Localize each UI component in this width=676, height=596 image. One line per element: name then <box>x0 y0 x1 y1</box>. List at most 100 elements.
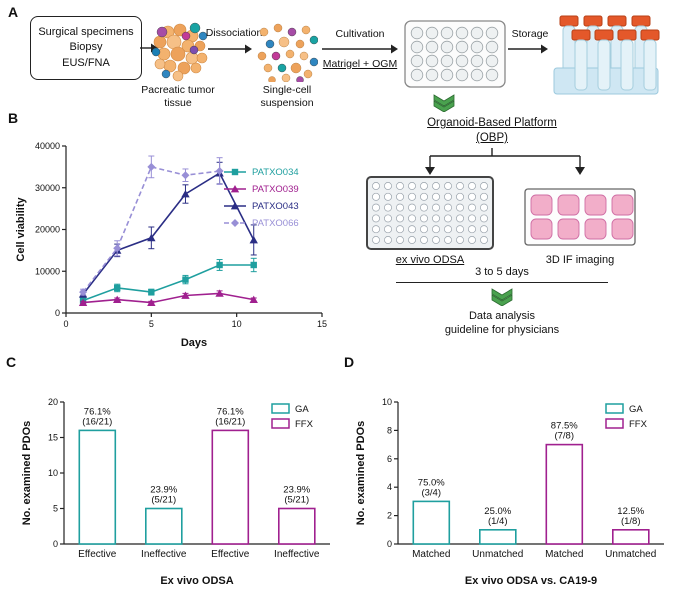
platform-abbr: (OBP) <box>476 132 508 144</box>
svg-text:0: 0 <box>387 539 392 549</box>
bar-1 <box>479 529 517 545</box>
specimen-line-1: Surgical specimens <box>38 25 134 38</box>
analysis-line-1: Data analysis <box>468 310 536 322</box>
specimen-line-2: Biopsy <box>69 41 103 54</box>
storage-arrow <box>508 42 548 60</box>
bar-chart: 0510152076.1%(16/21)Effective23.9%(5/21)… <box>21 397 330 587</box>
bar-pct: 76.1% <box>84 406 111 417</box>
single-cell-suspension-illustration <box>256 22 319 87</box>
bar-frac: (3/4) <box>421 487 441 498</box>
svg-text:8: 8 <box>387 425 392 435</box>
cultivation-arrow <box>322 42 398 60</box>
svg-text:10: 10 <box>232 319 242 329</box>
svg-text:40000: 40000 <box>35 141 60 151</box>
y-axis-title: No. examined PDOs <box>21 421 33 526</box>
odsa-label: ex vivo ODSA <box>395 254 465 266</box>
panel-a-label: A <box>8 4 19 20</box>
bar-frac: (16/21) <box>215 416 245 427</box>
svg-text:5: 5 <box>149 319 154 329</box>
legend-label: GA <box>295 404 309 415</box>
bar-1 <box>145 507 183 545</box>
series-PATXO066 <box>79 155 224 297</box>
svg-text:10: 10 <box>382 397 392 407</box>
bar-frac: (16/21) <box>82 416 112 427</box>
legend-swatch-FFX <box>605 418 624 429</box>
category-label: Unmatched <box>472 549 523 560</box>
duration-label: 3 to 5 days <box>475 266 529 278</box>
category-label: Effective <box>78 549 117 560</box>
cryovials-illustration <box>552 12 660 105</box>
imaging-label: 3D IF imaging <box>545 254 615 266</box>
bar-pct: 23.9% <box>150 485 177 496</box>
svg-text:4: 4 <box>387 482 392 492</box>
category-label: Ineffective <box>274 549 320 560</box>
bar-0 <box>78 429 117 545</box>
svg-text:6: 6 <box>387 454 392 464</box>
legend-label: FFX <box>629 419 648 430</box>
svg-text:PATXO043: PATXO043 <box>252 201 299 212</box>
svg-text:PATXO066: PATXO066 <box>252 218 299 229</box>
legend-swatch-GA <box>605 403 624 414</box>
category-label: Unmatched <box>605 549 656 560</box>
duration-rule <box>396 282 608 283</box>
bar-chart: 024681075.0%(3/4)Matched25.0%(1/4)Unmatc… <box>355 397 664 587</box>
specimen-box: Surgical specimens Biopsy EUS/FNA <box>30 16 142 80</box>
svg-text:10: 10 <box>48 468 58 478</box>
axes <box>62 145 323 317</box>
svg-text:10000: 10000 <box>35 266 60 276</box>
platform-title: Organoid-Based Platform <box>427 117 557 129</box>
series-PATXO043 <box>78 161 258 298</box>
medium-label: Matrigel + OGM <box>322 58 398 70</box>
culture-plate-illustration <box>404 18 506 95</box>
chevron-down-icon-2 <box>490 288 514 311</box>
x-axis-title: Ex vivo ODSA <box>160 575 233 587</box>
tumor-tissue-label: Pacreatic tumor tissue <box>141 84 215 110</box>
y-axis-title: No. examined PDOs <box>355 421 367 526</box>
bar-frac: (5/21) <box>151 495 176 506</box>
svg-text:5: 5 <box>53 504 58 514</box>
bar-pct: 12.5% <box>617 506 644 517</box>
svg-text:20000: 20000 <box>35 225 60 235</box>
svg-text:0: 0 <box>55 308 60 318</box>
storage-label: Storage <box>511 28 549 40</box>
bar-2 <box>545 443 584 545</box>
x-axis-title: Days <box>181 337 207 349</box>
panel-b-label: B <box>8 110 19 126</box>
bar-frac: (7/8) <box>554 431 574 442</box>
panel-c-label: C <box>6 354 17 370</box>
specimen-line-3: EUS/FNA <box>62 56 110 69</box>
bar-frac: (1/4) <box>488 516 508 527</box>
series-PATXO039 <box>78 289 258 306</box>
x-axis-title: Ex vivo ODSA vs. CA19-9 <box>465 575 597 587</box>
svg-text:30000: 30000 <box>35 183 60 193</box>
96-well-plate-illustration <box>366 176 494 255</box>
svg-text:20: 20 <box>48 397 58 407</box>
bar-pct: 25.0% <box>484 506 511 517</box>
legend-swatch-FFX <box>271 418 290 429</box>
branch-arrows <box>420 148 590 181</box>
svg-text:2: 2 <box>387 511 392 521</box>
bar-pct: 75.0% <box>418 477 445 488</box>
bar-0 <box>412 500 451 545</box>
analysis-line-2: guideline for physicians <box>444 324 560 336</box>
suspension-label: Single-cell suspension <box>260 84 314 110</box>
bar-pct: 23.9% <box>283 485 310 496</box>
bar-frac: (5/21) <box>284 495 309 506</box>
category-label: Effective <box>211 549 250 560</box>
bar-3 <box>611 529 650 545</box>
y-axis-title: Cell viability <box>15 197 27 262</box>
svg-text:0: 0 <box>63 319 68 329</box>
category-label: Ineffective <box>141 549 187 560</box>
bar-3 <box>277 507 316 545</box>
panel-d-label: D <box>344 354 355 370</box>
chevron-down-icon <box>432 94 456 117</box>
cultivation-label: Cultivation <box>335 28 385 40</box>
bar-frac: (1/8) <box>621 516 641 527</box>
